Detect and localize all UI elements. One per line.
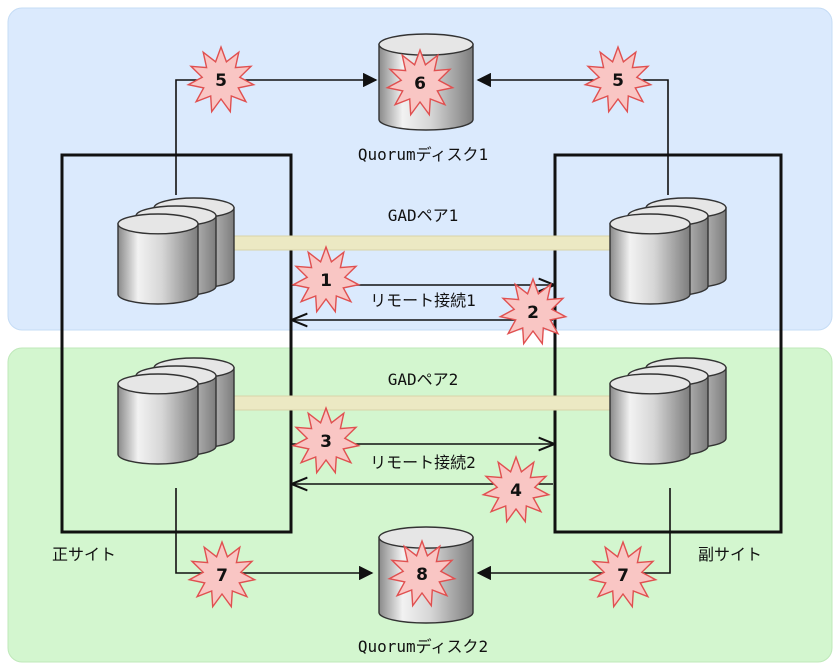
failure-marker-4: 4 bbox=[481, 454, 551, 524]
gad-pair2-link bbox=[233, 395, 611, 411]
failure-marker-5-left: 5 bbox=[186, 44, 256, 114]
failure-marker-number: 5 bbox=[215, 71, 227, 91]
failure-marker-5-right: 5 bbox=[583, 44, 653, 114]
gad-pair2-label: GADペア2 bbox=[388, 370, 459, 389]
primary-to-quorum1-line bbox=[175, 72, 378, 195]
failure-marker-number: 8 bbox=[416, 565, 428, 585]
failure-marker-2: 2 bbox=[498, 276, 568, 346]
secondary-volume-stack-1 bbox=[609, 197, 727, 305]
failure-marker-6: 6 bbox=[385, 47, 455, 117]
failure-marker-8: 8 bbox=[387, 538, 457, 608]
failure-marker-number: 3 bbox=[320, 432, 332, 452]
remote-connection2-label: リモート接続2 bbox=[370, 453, 476, 472]
failure-marker-number: 4 bbox=[510, 481, 522, 501]
primary-volume-stack-2 bbox=[117, 357, 235, 465]
gad-pair1-label: GADペア1 bbox=[388, 206, 459, 225]
failure-marker-1: 1 bbox=[291, 244, 361, 314]
secondary-to-quorum1-line bbox=[476, 72, 669, 195]
primary-to-quorum2-line bbox=[175, 488, 374, 581]
failure-marker-number: 5 bbox=[612, 71, 624, 91]
failure-marker-number: 1 bbox=[320, 271, 332, 291]
gad-pair1-link bbox=[233, 235, 611, 251]
failure-marker-7-right: 7 bbox=[588, 539, 658, 609]
secondary-site-label: 副サイト bbox=[698, 545, 762, 564]
failure-marker-3: 3 bbox=[291, 405, 361, 475]
primary-volume-stack-1 bbox=[117, 197, 235, 305]
primary-site-label: 正サイト bbox=[52, 545, 116, 564]
quorum-disk1-label: Quorumディスク1 bbox=[358, 145, 488, 164]
secondary-to-quorum2-line bbox=[476, 488, 671, 581]
failure-marker-number: 2 bbox=[527, 303, 539, 323]
quorum-disk2-label: Quorumディスク2 bbox=[358, 637, 488, 656]
failure-marker-number: 6 bbox=[414, 74, 426, 94]
secondary-volume-stack-2 bbox=[609, 357, 727, 465]
failure-marker-7-left: 7 bbox=[187, 539, 257, 609]
remote-connection1-label: リモート接続1 bbox=[370, 291, 476, 310]
failure-marker-number: 7 bbox=[216, 566, 228, 586]
failure-marker-number: 7 bbox=[617, 566, 629, 586]
